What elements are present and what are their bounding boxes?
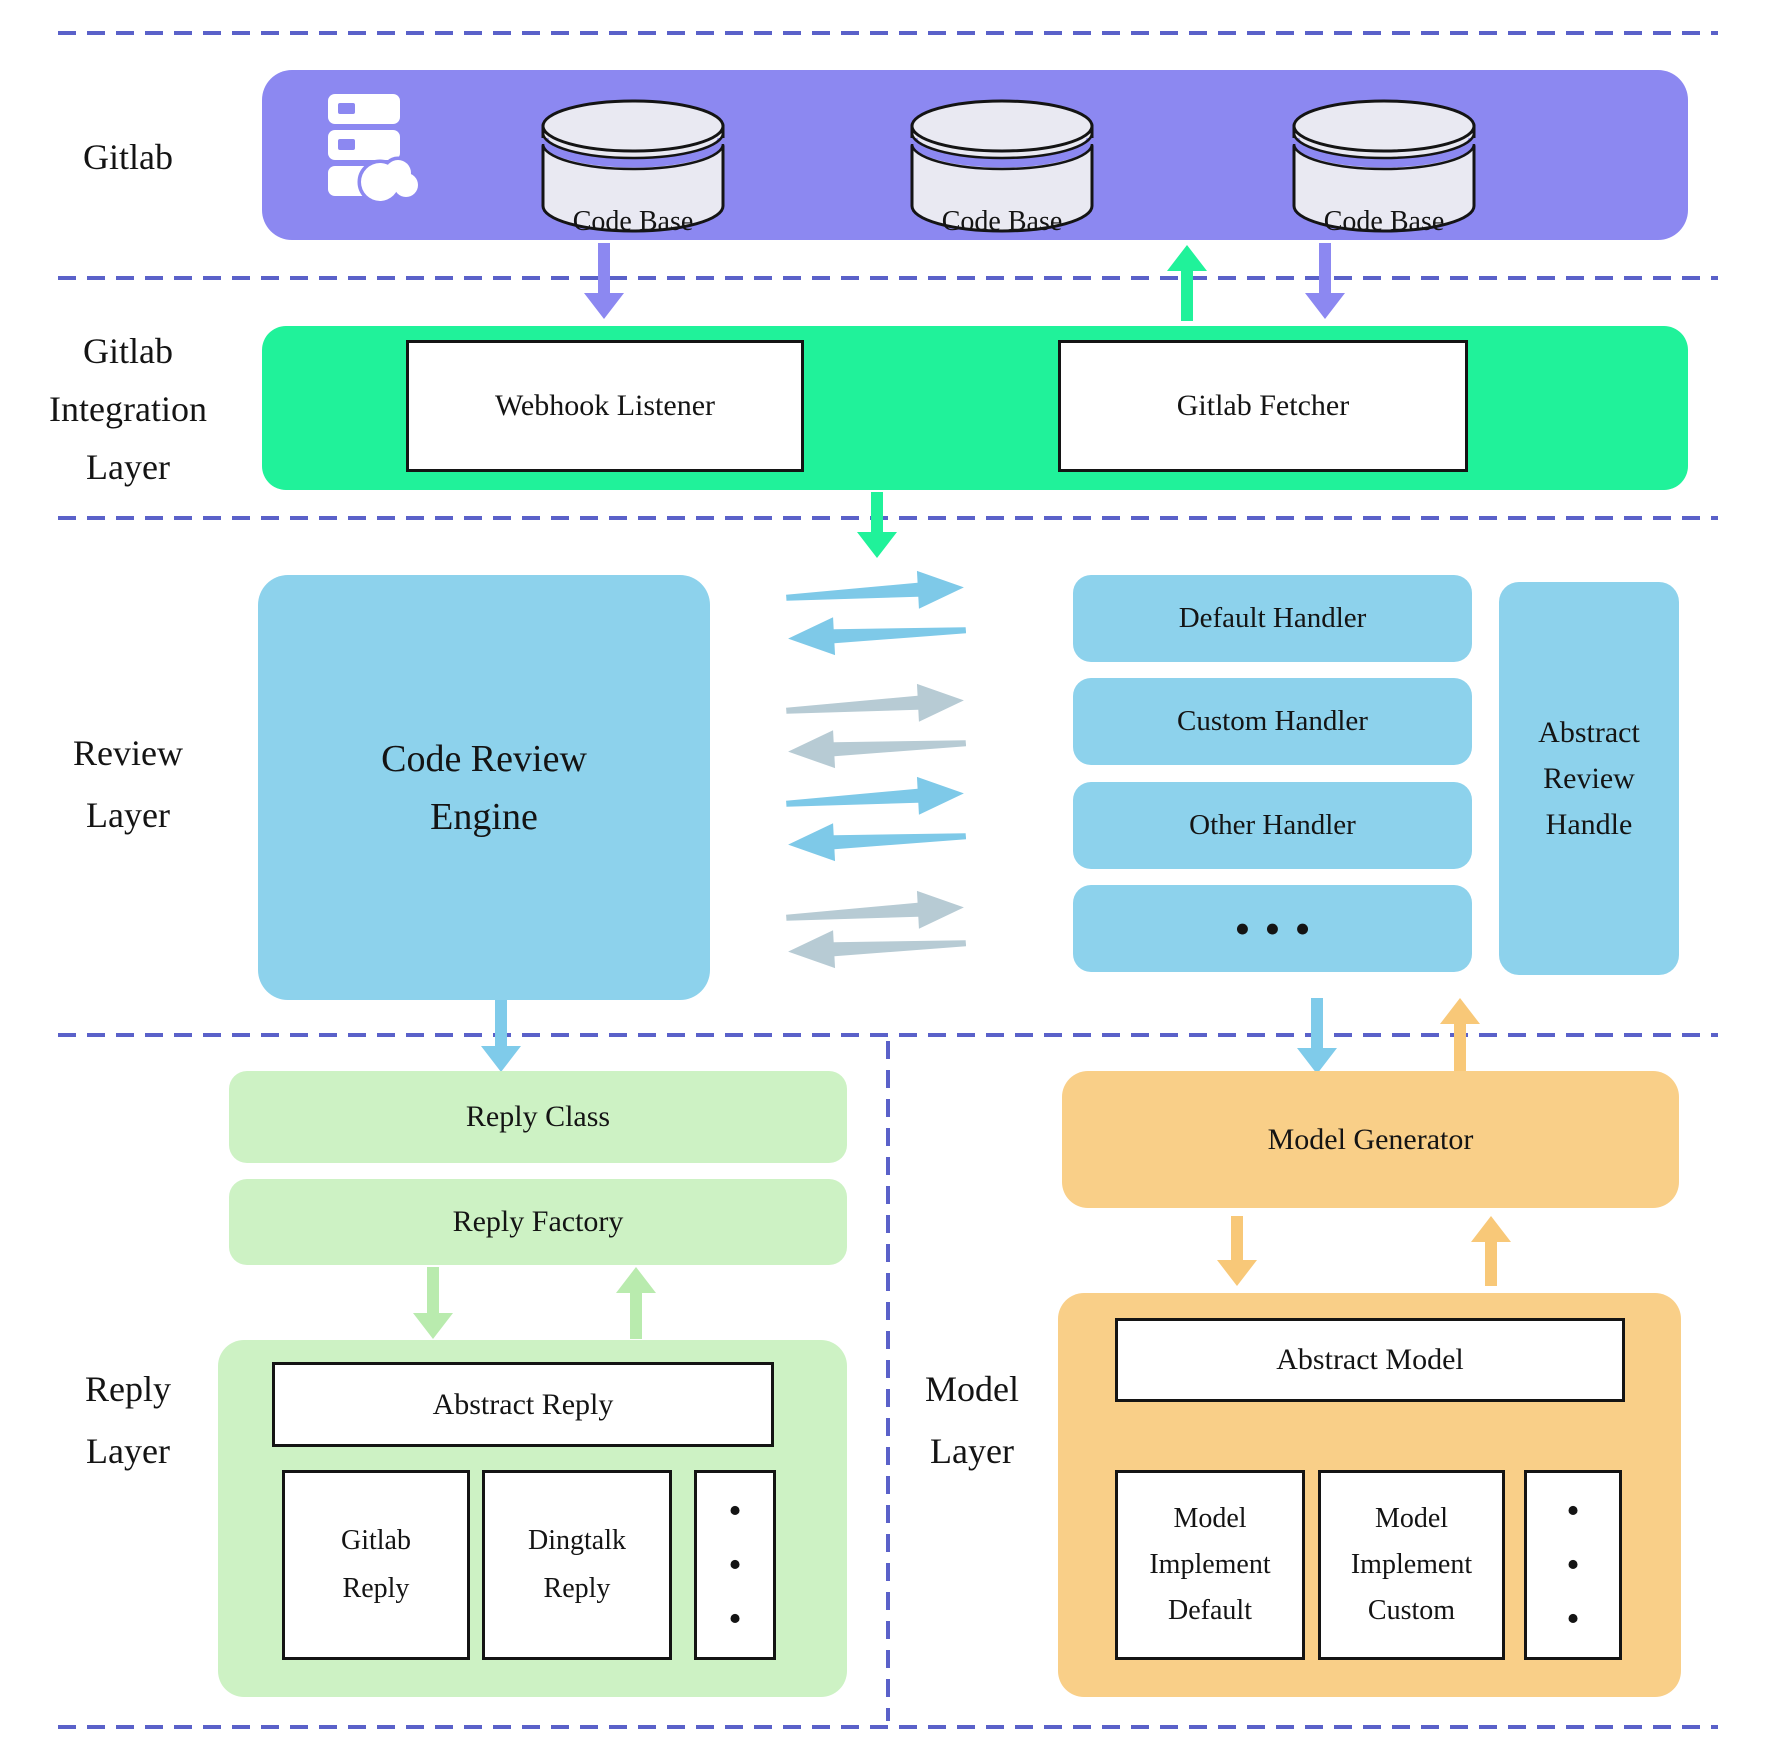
- model-layer-label: Model Layer: [925, 1369, 1019, 1471]
- code-base-db: Code Base: [904, 88, 1100, 238]
- arrow-right-engine-to-handlers: [785, 564, 967, 619]
- arrow-down-generator-to-abstract-model: [1217, 1216, 1257, 1286]
- vertical-ellipsis-dots: • • •: [1566, 1490, 1580, 1640]
- code-base-db: Code Base: [535, 88, 731, 238]
- arrow-left-handlers-to-engine: [785, 919, 967, 974]
- ellipsis-dots: •••: [1234, 902, 1325, 954]
- vertical-ellipsis-dots: • • •: [728, 1490, 742, 1640]
- more-handlers-box: •••: [1073, 885, 1472, 972]
- other-handler-box: Other Handler: [1073, 782, 1472, 869]
- code-base-label: Code Base: [1323, 206, 1445, 237]
- abstract-reply-box: Abstract Reply: [272, 1362, 774, 1447]
- abstract-review-handle-box: Abstract Review Handle: [1499, 582, 1679, 975]
- arrow-down-codebase-to-webhook: [584, 243, 624, 319]
- layer-separator-gitlab-integration: [58, 276, 1718, 280]
- reply-factory-box: Reply Factory: [229, 1179, 847, 1265]
- review-layer-label: Review Layer: [73, 733, 183, 835]
- gitlab-reply-box: Gitlab Reply: [282, 1470, 470, 1660]
- arrow-left-handlers-to-engine: [785, 606, 967, 661]
- default-handler-box: Default Handler: [1073, 575, 1472, 662]
- database-icon: [539, 99, 727, 233]
- arrow-up-model-generator-to-handlers: [1440, 998, 1480, 1074]
- gitlab-layer-label: Gitlab: [83, 137, 173, 177]
- arrow-right-engine-to-handlers: [785, 884, 967, 939]
- more-replies-box: • • •: [694, 1470, 776, 1660]
- arrow-down-integration-to-review: [857, 492, 897, 558]
- code-base-label: Code Base: [572, 206, 694, 237]
- gitlab-server-icon: [328, 94, 422, 205]
- custom-handler-box: Custom Handler: [1073, 678, 1472, 765]
- arrow-left-handlers-to-engine: [785, 719, 967, 774]
- model-implement-custom-box: Model Implement Custom: [1318, 1470, 1505, 1660]
- arrow-right-engine-to-handlers: [785, 677, 967, 732]
- model-generator-box: Model Generator: [1062, 1071, 1679, 1208]
- layer-separator-review-bottom: [58, 1033, 1718, 1037]
- more-models-box: • • •: [1524, 1470, 1622, 1660]
- code-base-db: Code Base: [1286, 88, 1482, 238]
- abstract-model-box: Abstract Model: [1115, 1318, 1625, 1402]
- arrow-up-fetcher-to-codebase: [1167, 245, 1207, 321]
- webhook-listener-box: Webhook Listener: [406, 340, 804, 472]
- database-icon: [1290, 99, 1478, 233]
- dingtalk-reply-box: Dingtalk Reply: [482, 1470, 672, 1660]
- integration-layer-label: Gitlab Integration Layer: [49, 331, 207, 487]
- reply-layer-label: Reply Layer: [85, 1369, 171, 1471]
- layer-separator-bottom: [58, 1725, 1718, 1729]
- database-icon: [908, 99, 1096, 233]
- layer-separator-integration-review: [58, 516, 1718, 520]
- arrow-left-handlers-to-engine: [785, 812, 967, 867]
- model-implement-default-box: Model Implement Default: [1115, 1470, 1305, 1660]
- code-review-engine-box: Code Review Engine: [258, 575, 710, 1000]
- code-base-label: Code Base: [941, 206, 1063, 237]
- arrow-down-engine-to-reply-class: [481, 1000, 521, 1072]
- arrow-down-handlers-to-model-generator: [1297, 998, 1337, 1074]
- reply-class-box: Reply Class: [229, 1071, 847, 1163]
- reply-model-separator: [886, 1041, 890, 1721]
- arrow-up-abstract-model-to-generator: [1471, 1216, 1511, 1286]
- layer-separator-top: [58, 31, 1718, 35]
- arrow-up-abstract-reply-to-factory: [616, 1267, 656, 1339]
- arrow-down-codebase-to-fetcher: [1305, 243, 1345, 319]
- gitlab-fetcher-box: Gitlab Fetcher: [1058, 340, 1468, 472]
- arrow-down-factory-to-abstract-reply: [413, 1267, 453, 1339]
- arrow-right-engine-to-handlers: [785, 770, 967, 825]
